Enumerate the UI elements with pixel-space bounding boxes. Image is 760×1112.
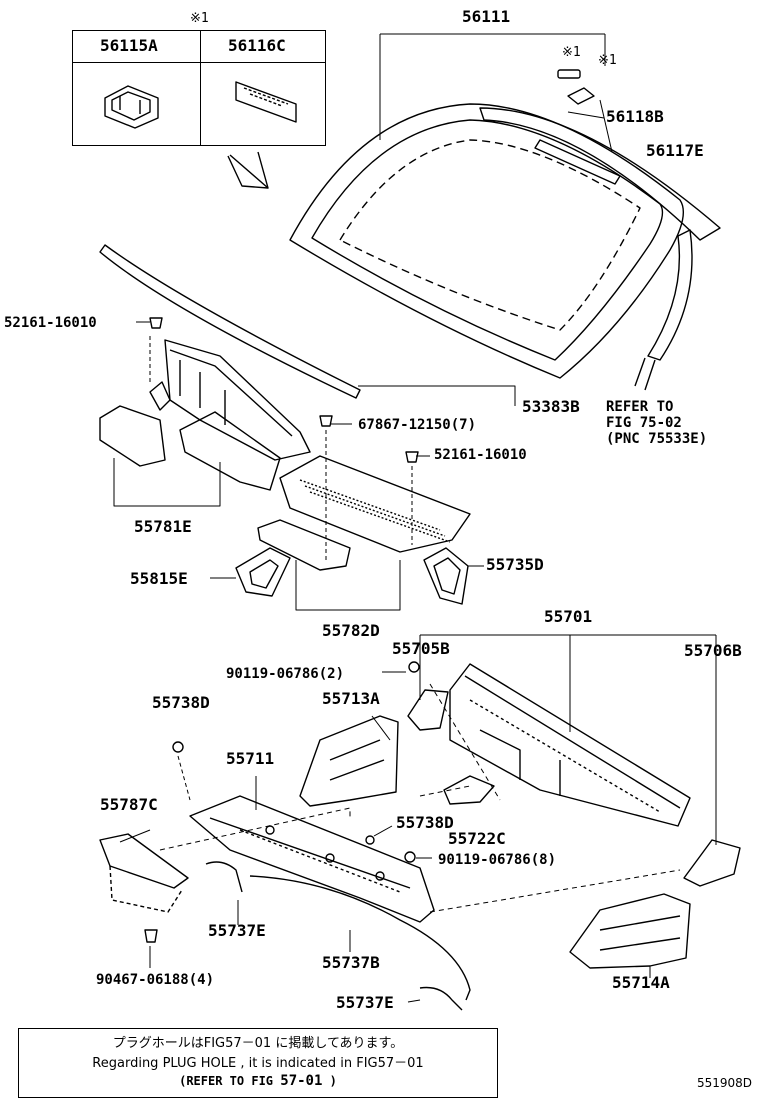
part-label-55714a: 55714A [612, 973, 670, 992]
part-label-55781e: 55781E [134, 517, 192, 536]
part-label-55735d: 55735D [486, 555, 544, 574]
part-label-53383b: 53383B [522, 397, 580, 416]
refer-line-2: FIG 75-02 [606, 415, 682, 431]
hose-55737-drawing [205, 861, 471, 1011]
leader-lines [113, 33, 717, 1003]
legend-part-56115a: 56115A [100, 36, 158, 55]
marker-label-b: ※1 [598, 53, 617, 68]
part-label-55706b: 55706B [684, 641, 742, 660]
part-label-55782d: 55782D [322, 621, 380, 640]
part-label-55737e-b: 55737E [336, 993, 394, 1012]
brace-55714a-drawing [569, 893, 691, 969]
part-label-55738d-b: 55738D [396, 813, 454, 832]
clip-56115a-drawing [104, 85, 159, 129]
notice-ref-open: (REFER TO FIG [179, 1074, 274, 1088]
notice-english: Regarding PLUG HOLE , it is indicated in… [92, 1056, 424, 1071]
part-label-52161-a: 52161-16010 [4, 315, 97, 331]
cowl-grille-drawing [257, 455, 471, 571]
notice-japanese: プラグホールはFIG57－01 に掲載してあります。 [112, 1036, 404, 1051]
weatherstrip-drawing [99, 244, 361, 399]
part-label-90119-a: 90119-06786(2) [226, 666, 345, 682]
moulding-strip-drawing [479, 107, 721, 391]
marker-label-a: ※1 [562, 45, 581, 60]
notice-box [18, 1028, 498, 1098]
part-label-55738d-a: 55738D [152, 693, 210, 712]
insulator-55787c-drawing [99, 833, 189, 913]
part-label-55737b: 55737B [322, 953, 380, 972]
cowl-panel-lower-drawing [99, 405, 281, 491]
part-label-55787c: 55787C [100, 795, 158, 814]
part-label-55737e-a: 55737E [208, 921, 266, 940]
part-label-90467: 90467-06188(4) [96, 972, 215, 988]
part-label-67867: 67867-12150(7) [358, 417, 477, 433]
figure-code: 551908D [696, 1076, 752, 1090]
part-label-55711: 55711 [226, 749, 275, 768]
cowl-panel-upper-drawing [149, 339, 311, 461]
cowl-panel-55701-drawing [449, 663, 691, 827]
seal-55735d-drawing [423, 547, 469, 605]
seal-55815e-drawing [235, 547, 291, 597]
notice-ref-close: ) [329, 1074, 337, 1088]
part-label-55722c: 55722C [448, 829, 506, 848]
mirror-bracket-drawing [534, 69, 621, 185]
notice-ref-num: 57-01 [280, 1073, 323, 1089]
legend-box [72, 30, 326, 146]
part-label-90119-b: 90119-06786(8) [438, 852, 557, 868]
brace-55722c-drawing [443, 775, 495, 805]
part-label-56111: 56111 [462, 7, 511, 26]
part-label-56117e: 56117E [646, 141, 704, 160]
clip-56116c-drawing [235, 81, 297, 123]
legend-divider-vertical [200, 30, 201, 146]
windshield-glass-drawing [227, 103, 684, 379]
legend-divider-horizontal [72, 62, 326, 63]
part-label-55713a: 55713A [322, 689, 380, 708]
legend-part-56116c: 56116C [228, 36, 286, 55]
part-label-55815e: 55815E [130, 569, 188, 588]
refer-line-3: (PNC 75533E) [606, 431, 708, 447]
brace-55713a-drawing [299, 715, 399, 807]
legend-marker: ※1 [190, 11, 209, 26]
fasteners-drawing [144, 317, 420, 943]
bracket-55705b-drawing [407, 689, 449, 731]
notice-reference: (REFER TO FIG 57-01 ) [18, 1073, 498, 1089]
bracket-55706b-drawing [683, 839, 741, 887]
part-label-55701: 55701 [544, 607, 593, 626]
part-label-52161-b: 52161-16010 [434, 447, 527, 463]
part-label-56118b: 56118B [606, 107, 664, 126]
part-label-55705b: 55705B [392, 639, 450, 658]
refer-line-1: REFER TO [606, 399, 674, 415]
